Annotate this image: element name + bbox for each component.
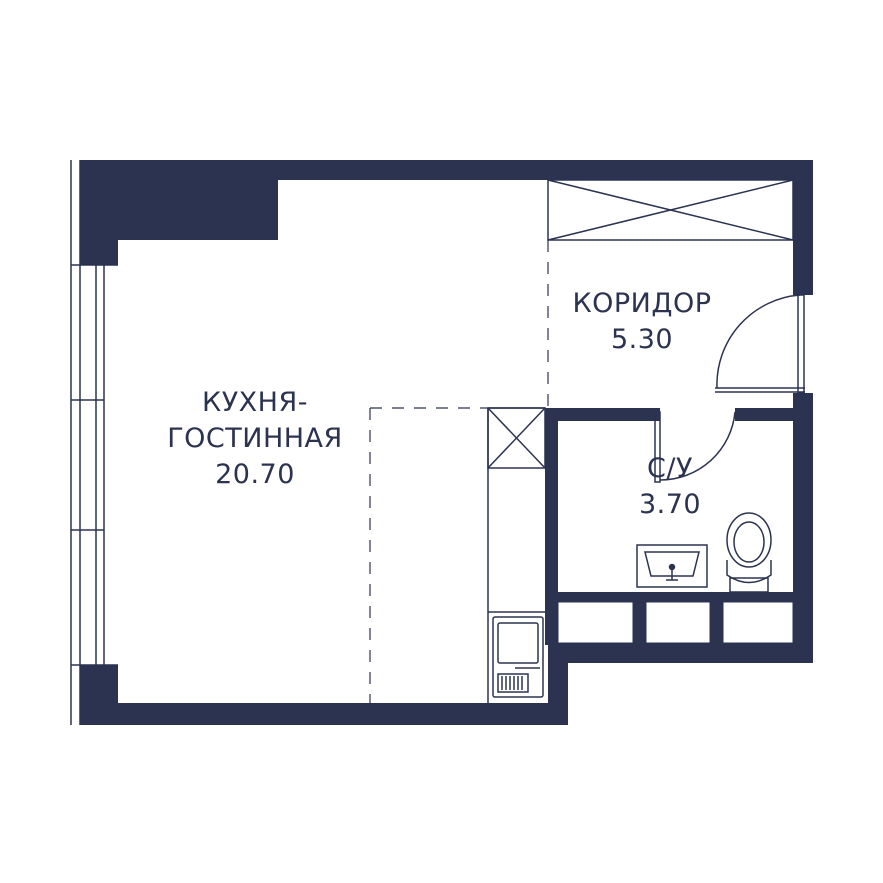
- corridor-area: 5.30: [610, 324, 674, 355]
- wall-right-upper: [793, 160, 813, 295]
- wall-bathroom-top-right: [735, 408, 813, 421]
- kitchen-name-line1: КУХНЯ-: [202, 387, 308, 418]
- wall-cabinet-top: [545, 592, 813, 602]
- wall-bathroom-top-left: [545, 408, 660, 421]
- kitchen-counter: [487, 407, 546, 703]
- cabinet-divider-1: [633, 592, 646, 652]
- wall-bathroom-left: [545, 408, 558, 645]
- wall-bottom: [80, 703, 568, 725]
- window-frame: [70, 160, 118, 725]
- toilet: [726, 512, 772, 593]
- corridor-label: КОРИДОР 5.30: [552, 286, 732, 358]
- walls: [80, 160, 813, 725]
- wall-left-bottom: [80, 665, 118, 725]
- bathroom-name: С/У: [647, 453, 693, 484]
- kitchen-name-line2: ГОСТИННАЯ: [167, 423, 343, 454]
- entrance-door: [715, 294, 805, 394]
- corridor-name: КОРИДОР: [572, 288, 712, 319]
- wall-top-left-block: [80, 160, 548, 265]
- bathroom-door: [654, 411, 736, 483]
- kitchen-living-label: КУХНЯ- ГОСТИННАЯ 20.70: [150, 385, 360, 493]
- bathroom-label: С/У 3.70: [610, 451, 730, 523]
- sink: [636, 544, 708, 588]
- bathroom-area: 3.70: [638, 489, 702, 520]
- wall-bottom-bathroom: [548, 643, 813, 663]
- storage-cabinets: [557, 601, 794, 644]
- kitchen-area: 20.70: [215, 459, 295, 490]
- ventilation-shaft: [487, 407, 546, 469]
- stove: [492, 616, 544, 698]
- wardrobe: [547, 179, 794, 241]
- zone-dividers: [369, 240, 549, 703]
- wall-top-right: [548, 160, 813, 180]
- cabinet-divider-2: [710, 592, 723, 652]
- wall-right-lower: [793, 393, 813, 663]
